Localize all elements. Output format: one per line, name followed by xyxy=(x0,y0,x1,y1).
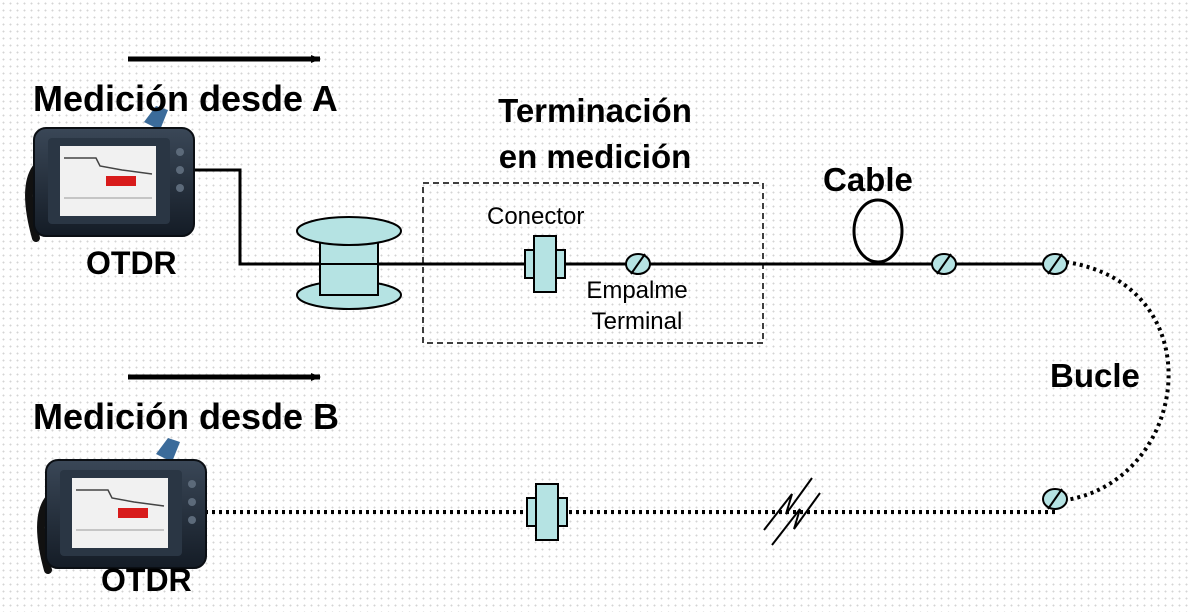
measurement-a-label: Medición desde A xyxy=(33,78,338,119)
termination-title-line1: Terminación xyxy=(498,92,692,129)
splice-icon-loop-start xyxy=(1042,253,1068,275)
splice-label-line2: Terminal xyxy=(591,308,683,335)
termination-box xyxy=(422,182,764,344)
measurement-b-label: Medición desde B xyxy=(33,396,340,437)
cable-coil-icon xyxy=(852,198,904,264)
splice-label: Empalme Terminal xyxy=(572,275,702,337)
otdr-b-label: OTDR xyxy=(101,562,192,598)
splice-icon-terminal xyxy=(625,253,651,275)
otdr-a-label: OTDR xyxy=(86,245,177,281)
termination-title-line2: en medición xyxy=(498,138,692,175)
connector-label: Conector xyxy=(487,203,585,230)
termination-title: Terminación en medición xyxy=(470,88,720,180)
splice-label-line1: Empalme xyxy=(586,277,688,304)
otdr-device-icon-a xyxy=(29,106,194,238)
connector-icon-b xyxy=(526,483,568,541)
fiber-spool-icon xyxy=(296,216,402,310)
otdr-device-icon-b xyxy=(41,438,206,570)
loop-label: Bucle xyxy=(1050,357,1140,394)
loop-fiber xyxy=(1065,260,1171,502)
connector-icon-a xyxy=(524,235,566,293)
fiber-break-icon xyxy=(763,477,821,546)
cable-label: Cable xyxy=(823,161,913,198)
splice-icon-cable xyxy=(931,253,957,275)
splice-icon-loop-end xyxy=(1042,488,1068,510)
fiber-line-a xyxy=(178,168,1055,266)
